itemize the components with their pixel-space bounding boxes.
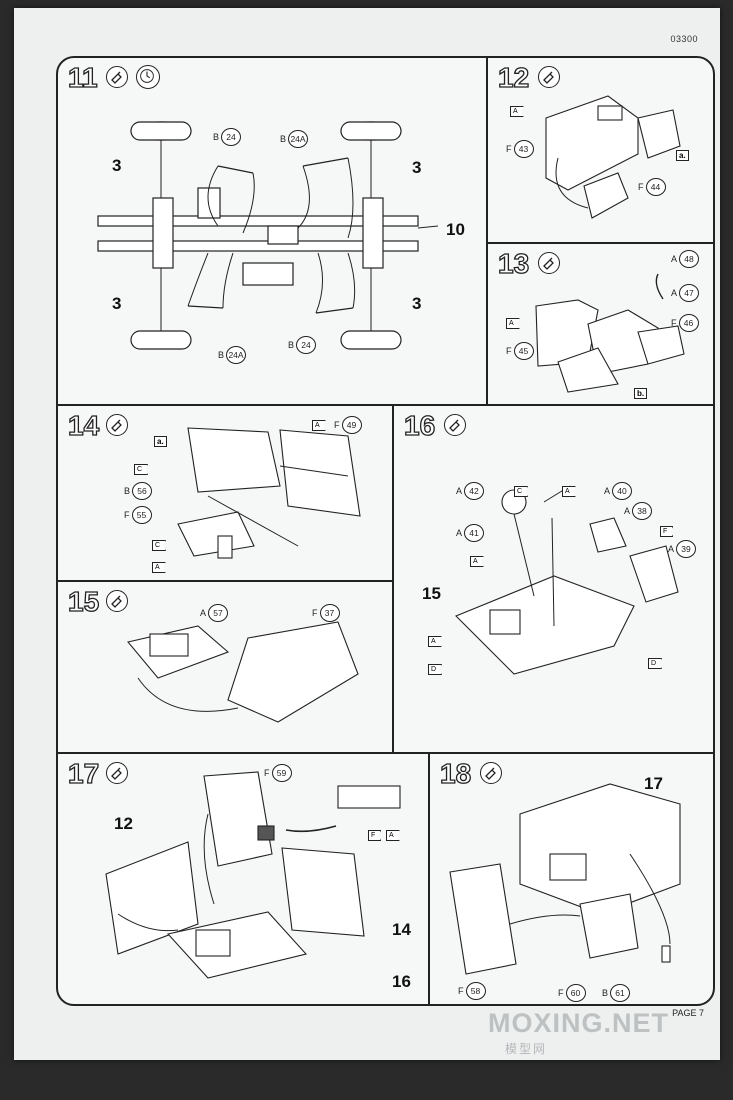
clock-icon <box>136 65 160 89</box>
cab-rear-drawing <box>545 95 681 219</box>
callout-10: 10 <box>446 220 465 239</box>
body-assembly-drawing <box>105 771 401 979</box>
glue-tube-icon <box>106 762 128 784</box>
floor-drawing <box>127 621 359 723</box>
step-number: 15 <box>67 586 100 617</box>
sub-assembly-a: a. <box>154 436 167 447</box>
reference-code: 03300 <box>670 34 698 44</box>
glue-tube-icon <box>106 414 128 436</box>
step-11-panel: 11 <box>58 58 488 406</box>
glue-tube-icon <box>538 66 560 88</box>
step-number: 17 <box>67 758 100 789</box>
glue-tube-icon <box>106 590 128 612</box>
page-number: PAGE 7 <box>672 1008 704 1018</box>
assembly-frame: 11 <box>56 56 715 1006</box>
step-number: 14 <box>67 410 100 441</box>
step-number: 18 <box>439 758 472 789</box>
glue-tube-icon <box>106 66 128 88</box>
glue-tube-icon <box>480 762 502 784</box>
cab-front-drawing <box>535 273 685 393</box>
glue-tube-icon <box>444 414 466 436</box>
final-body-drawing <box>449 783 681 975</box>
interior-drawing <box>455 485 679 675</box>
step-number: 16 <box>403 410 436 441</box>
sub-assembly-a: a. <box>676 150 689 161</box>
glue-tube-icon <box>538 252 560 274</box>
watermark-sub: 模型网 <box>505 1042 548 1056</box>
windscreen-drawing <box>177 427 361 559</box>
callout-12: 12 <box>114 814 133 833</box>
callout-3: 3 <box>112 294 122 313</box>
callout-15: 15 <box>422 584 441 603</box>
step-number: 11 <box>67 62 98 93</box>
step-number: 12 <box>497 62 530 93</box>
callout-14: 14 <box>392 920 411 939</box>
callout-3: 3 <box>412 158 422 177</box>
step-number: 13 <box>497 248 530 279</box>
watermark: MOXING.NET <box>488 1008 670 1038</box>
callout-17: 17 <box>644 774 663 793</box>
chassis-drawing <box>97 121 439 350</box>
instruction-sheet: 03300 11 <box>14 8 720 1060</box>
callout-16: 16 <box>392 972 411 991</box>
callout-3: 3 <box>112 156 122 175</box>
callout-3: 3 <box>412 294 422 313</box>
sub-assembly-b: b. <box>634 388 648 399</box>
